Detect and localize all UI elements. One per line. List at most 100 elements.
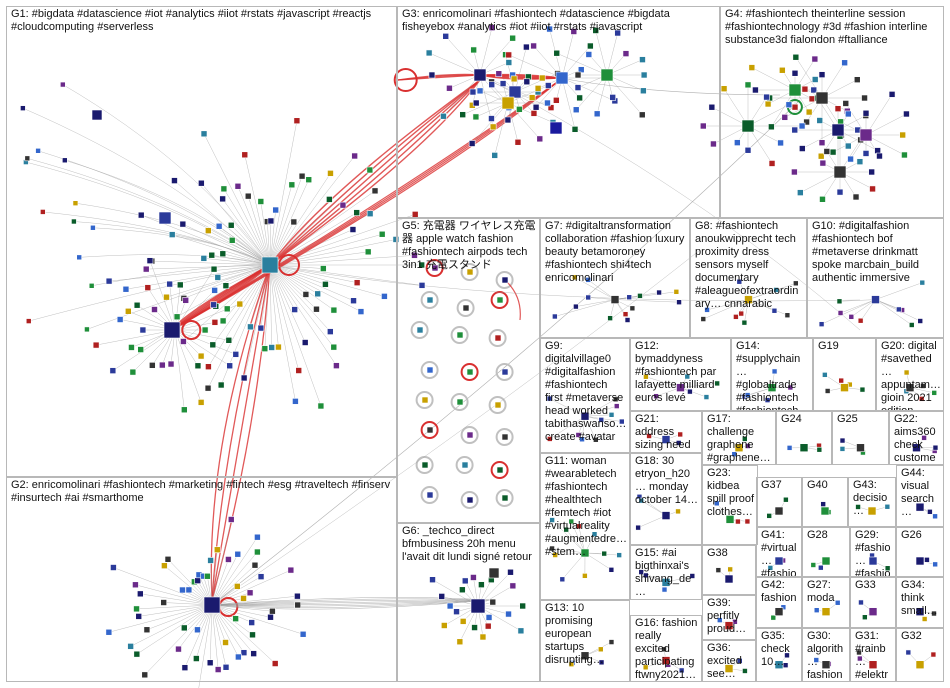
g1-star-node: [366, 210, 374, 218]
g7-node: [585, 277, 592, 283]
g20-node: [918, 396, 925, 402]
g34-node: [921, 616, 928, 622]
g1-star-edge: [183, 264, 271, 299]
g8-node: [704, 307, 710, 313]
g5-node: [466, 431, 474, 439]
g4-star4-node: [819, 195, 826, 203]
g1-star2-node: [133, 301, 141, 309]
g2-star-node: [249, 631, 256, 639]
g33-node: [858, 599, 864, 606]
g1-star-node: [330, 343, 338, 351]
g1-star-edge: [146, 264, 271, 270]
g16-node: [661, 646, 667, 653]
g2-star-node: [225, 556, 232, 563]
g5-self-loop: [420, 291, 439, 309]
g1-star-node: [327, 170, 334, 177]
g1-star-node: [244, 192, 252, 200]
g3-hub-node: [501, 96, 515, 110]
g1-star-node: [204, 384, 212, 392]
group-label-g25: G25: [837, 413, 858, 425]
g42-hub-node: [774, 607, 784, 616]
g6-star-node: [461, 577, 469, 585]
g1-long-edge: [62, 84, 271, 266]
g1-star2-node: [176, 281, 184, 289]
group-box-g35: G35: check 10…: [756, 628, 802, 682]
g5-node: [456, 331, 464, 339]
g6-node-2: [488, 567, 500, 579]
g1-star-node: [219, 317, 227, 325]
group-label-g3: G3: enricomolinari #fashiontech #datasci…: [402, 8, 673, 33]
g7-node: [673, 289, 680, 295]
g1-star-node: [205, 363, 212, 370]
g5-self-loop: [495, 271, 514, 289]
g2-star-node: [133, 605, 140, 613]
group-label-g12: G12: bymaddyness #fashiontech par lafaye…: [635, 340, 720, 404]
g6-star-node: [489, 598, 497, 606]
g10-node: [837, 310, 844, 316]
group-box-g15: G15: #ai bigthinxai's shivang_de… chandr…: [630, 545, 702, 600]
group-box-g14: G14: #supplychain… #globaltrade #fashion…: [731, 338, 813, 411]
g2-star-node: [222, 663, 230, 671]
g8-node: [700, 316, 707, 322]
g3-star1-node: [504, 116, 512, 124]
g26-node: [932, 561, 938, 568]
g1-star-node: [357, 308, 365, 315]
g5-self-loop: [420, 421, 439, 439]
g36-node: [736, 658, 743, 664]
g3-star3-node: [622, 50, 630, 57]
g1-star-node: [293, 117, 301, 125]
g1-star-node: [381, 293, 388, 300]
g15-node: [643, 572, 649, 579]
g21-node: [675, 440, 682, 446]
g2-star-node: [250, 650, 257, 657]
g38-node: [715, 567, 722, 573]
g36-node: [742, 668, 748, 674]
g29-hub-node: [868, 556, 878, 566]
g8-node: [792, 280, 799, 287]
g4-star0-node: [752, 86, 759, 94]
g1-star-node: [205, 227, 212, 234]
g1-long-edge: [64, 160, 271, 266]
g1-star-edge: [269, 264, 322, 407]
group-label-g1: G1: #bigdata #datascience #iot #analytic…: [11, 8, 375, 33]
g3-star3-node: [592, 27, 600, 34]
g10-node: [836, 298, 843, 305]
g1-star-node: [298, 172, 306, 180]
g5-self-loop: [410, 321, 429, 339]
g5-self-loop: [460, 363, 479, 381]
g1-star-edge: [269, 264, 299, 371]
g5-node: [426, 366, 434, 374]
g1-star2-node: [146, 257, 154, 264]
g25-node: [839, 437, 846, 444]
g12-hub-node: [676, 383, 685, 392]
g3-star3-node: [574, 84, 582, 91]
g1-periph-node: [76, 254, 83, 261]
g1-g2-red-edge: [211, 264, 271, 601]
g1-star-edge: [269, 264, 337, 366]
g1-star2-node: [139, 326, 147, 334]
g9-node: [608, 412, 615, 418]
g1-star-node: [371, 187, 379, 195]
g1-star-edge: [141, 214, 271, 266]
g5-self-loop: [460, 491, 479, 509]
g40-node: [820, 501, 826, 507]
g3-star2-node: [570, 28, 578, 35]
g4-star1-node: [841, 59, 848, 67]
g31-node: [856, 649, 862, 656]
group-box-g30: G30: algorith… fashion…: [802, 628, 850, 682]
group-label-g13: G13: 10 promising european startups disr…: [545, 602, 604, 666]
g7-node: [622, 311, 629, 317]
g1-hub-node: [261, 256, 279, 274]
g3-star2-node: [505, 51, 513, 59]
g1-g3-red-edge: [269, 79, 481, 266]
g21-node: [646, 433, 652, 439]
group-box-g42: G42: fashion: [756, 577, 802, 628]
g1-g3-red-edge: [269, 79, 481, 266]
g4-star5-node: [798, 122, 806, 130]
g3-star3-node: [574, 71, 582, 79]
g8-node: [773, 287, 779, 293]
group-box-g21: G21: address sizing need custom ux…: [630, 411, 702, 453]
g16-hub-node: [661, 656, 671, 665]
g44-node: [932, 513, 938, 520]
g28-node: [818, 564, 824, 571]
